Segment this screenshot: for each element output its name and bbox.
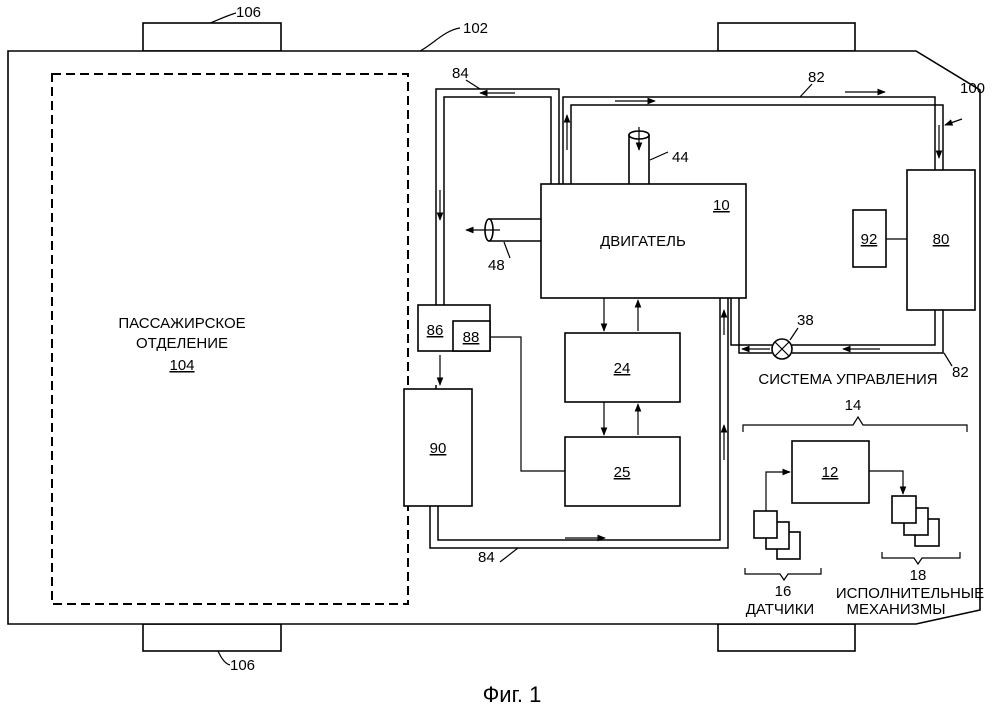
sensors-ref: 16 bbox=[775, 583, 792, 600]
loop84-bottom-ref: 84 bbox=[478, 549, 495, 566]
actuators-ref: 18 bbox=[910, 567, 927, 584]
exhaust-ref: 48 bbox=[488, 257, 505, 274]
wheel-bottom-right bbox=[718, 624, 855, 651]
loop84-top-ref: 84 bbox=[452, 65, 469, 82]
engine-label: ДВИГАТЕЛЬ bbox=[600, 233, 686, 250]
sensors-label: ДАТЧИКИ bbox=[746, 601, 814, 618]
control-system-ref: 14 bbox=[845, 397, 862, 414]
system-ref: 100 bbox=[960, 80, 985, 97]
wheel-bottom-ref: 106 bbox=[230, 657, 255, 674]
block-24-ref: 24 bbox=[614, 360, 631, 377]
wheel-top-right bbox=[718, 23, 855, 51]
actuators-label-line1: ИСПОЛНИТЕЛЬНЫЕ bbox=[836, 585, 984, 602]
loop82-right-ref: 82 bbox=[952, 364, 969, 381]
wheel-top-ref: 106 bbox=[236, 4, 261, 21]
figure-caption: Фиг. 1 bbox=[483, 682, 542, 707]
block-92-ref: 92 bbox=[861, 231, 878, 248]
intake-ref: 44 bbox=[672, 149, 689, 166]
passenger-label-line2: ОТДЕЛЕНИЕ bbox=[136, 335, 228, 352]
block-90-ref: 90 bbox=[430, 440, 447, 457]
engine-ref: 10 bbox=[713, 197, 730, 214]
valve-ref: 38 bbox=[797, 312, 814, 329]
wheel-top-left bbox=[143, 23, 281, 51]
controller-ref: 12 bbox=[822, 464, 839, 481]
passenger-label-line1: ПАССАЖИРСКОЕ bbox=[118, 315, 245, 332]
passenger-ref: 104 bbox=[169, 357, 194, 374]
loop82-top-ref: 82 bbox=[808, 69, 825, 86]
block-80-ref: 80 bbox=[933, 231, 950, 248]
block-88-ref: 88 bbox=[463, 329, 480, 346]
wheel-bottom-left bbox=[143, 624, 281, 651]
control-system-label: СИСТЕМА УПРАВЛЕНИЯ bbox=[758, 371, 937, 388]
actuators-label-line2: МЕХАНИЗМЫ bbox=[847, 601, 946, 618]
block-25-ref: 25 bbox=[614, 464, 631, 481]
block-86-ref: 86 bbox=[427, 322, 444, 339]
vehicle-ref: 102 bbox=[463, 20, 488, 37]
